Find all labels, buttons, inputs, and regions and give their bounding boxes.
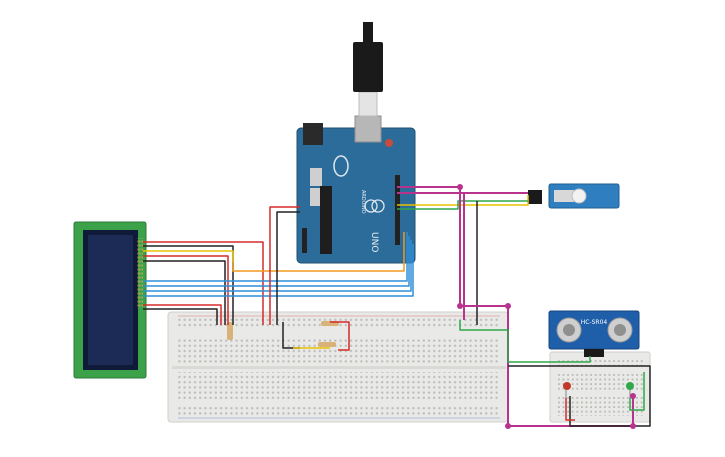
arduino-maker-label: ARDUINO <box>360 190 366 214</box>
wire-lcd-black3 <box>143 308 218 325</box>
junction-dot <box>630 423 636 429</box>
arduino-uno-label: UNO <box>369 232 379 252</box>
wire-lcd-black2 <box>143 260 226 325</box>
wire-lcd-red <box>143 241 264 325</box>
wire-lcd-blue-1 <box>143 232 408 282</box>
wire-lcd-blue-2 <box>143 236 410 287</box>
wire-lcd-blue-4 <box>143 244 414 297</box>
sensor-model-label: HC-SR04 <box>581 319 608 326</box>
wire-lcd-red2 <box>143 255 229 325</box>
wire-lcd-orange <box>232 232 405 272</box>
wire-servo-green <box>397 200 528 210</box>
wire-sensor-green <box>459 320 591 363</box>
wire-lcd-black <box>143 245 234 325</box>
wire-gnd-black <box>276 211 300 325</box>
wire-lcd-blue-3 <box>143 240 412 292</box>
arduino-uno-board: UNO ARDUINO <box>296 115 416 264</box>
mini-breadboard <box>549 351 651 423</box>
usb-cable <box>353 22 383 117</box>
junction-dot <box>457 184 463 190</box>
wire-sensor-black <box>508 365 651 427</box>
servo-motor <box>528 183 620 209</box>
junction-dot <box>505 303 511 309</box>
led-green <box>626 382 634 398</box>
wire-lcd-yellow <box>143 250 234 262</box>
main-breadboard <box>167 311 509 423</box>
wire-green-led <box>629 372 645 411</box>
wire-5v-red <box>269 206 300 325</box>
wire-lcd-red3 <box>143 304 222 325</box>
led-red <box>563 382 571 398</box>
ultrasonic-sensor: HC-SR04 <box>548 310 640 357</box>
resistor-lcd <box>227 322 233 340</box>
junction-dot <box>457 303 463 309</box>
wire-red-led <box>565 398 575 421</box>
wire-servo-yellow <box>397 195 529 206</box>
resistor-2 <box>318 342 336 347</box>
wire-red-bb <box>330 321 350 351</box>
lcd-display <box>73 221 147 379</box>
junction-dot <box>630 393 636 399</box>
junction-dot <box>505 423 511 429</box>
